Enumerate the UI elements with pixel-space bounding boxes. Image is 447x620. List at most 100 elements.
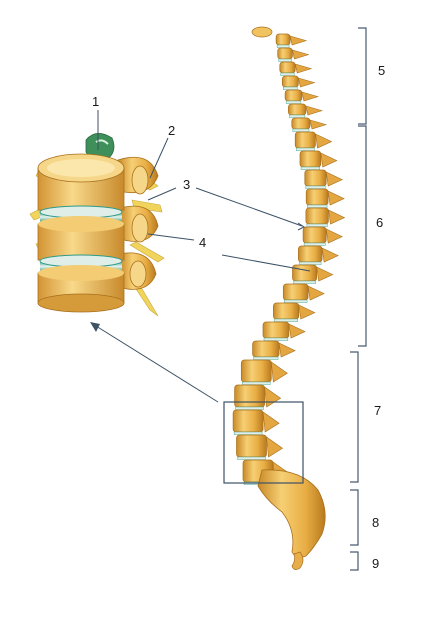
label-6: 6 [376, 215, 384, 230]
label-9: 9 [372, 556, 380, 571]
sacrum [257, 469, 326, 558]
disc-12 [306, 223, 328, 227]
vertebra-22 [232, 409, 264, 433]
vertebra-process-10 [325, 171, 343, 187]
vertebral-body-top [37, 153, 125, 211]
disc-20 [242, 381, 271, 385]
vertebra-process-3 [294, 63, 313, 74]
leader-line-4b [221, 254, 311, 272]
vertebra-process-22 [262, 411, 280, 433]
vertebra-18 [262, 321, 290, 339]
bracket-lumbar [350, 351, 359, 483]
label-7: 7 [374, 403, 382, 418]
disc-11 [307, 204, 328, 208]
leader-line-2 [149, 137, 169, 179]
magnify-arrow-line [95, 325, 219, 403]
vertebra-20 [240, 359, 272, 383]
vertebra-process-5 [301, 91, 319, 102]
vertebra-5 [284, 89, 303, 102]
vertebral-segment-detail [29, 133, 165, 317]
disc-3 [280, 72, 295, 76]
bracket-coccygeal [350, 551, 359, 571]
vertebra-8 [294, 131, 316, 149]
disc-7 [292, 128, 310, 132]
vertebra-process-13 [325, 228, 343, 244]
vertebra-16 [282, 283, 309, 301]
vertebra-21 [234, 384, 265, 408]
vertebra-9 [299, 150, 322, 168]
vertebra-process-8 [315, 133, 333, 149]
vertebra-process-15 [316, 266, 334, 282]
disc-23 [237, 456, 266, 460]
disc-16 [284, 299, 308, 303]
vertebra-4 [281, 75, 299, 88]
disc-17 [274, 318, 298, 322]
region-brackets [350, 27, 367, 571]
vertebra-process-18 [288, 323, 306, 339]
disc-14 [299, 261, 322, 265]
disc-13 [303, 242, 326, 246]
label-3: 3 [183, 177, 191, 192]
disc-9 [300, 166, 320, 170]
vertebra-process-17 [298, 304, 316, 320]
vertebra-2 [277, 47, 293, 60]
disc-5 [285, 100, 302, 104]
vertebra-process-12 [328, 209, 346, 225]
bracket-thoracic [358, 125, 367, 347]
bracket-cervical [358, 27, 367, 125]
magnified-region-box [223, 401, 304, 484]
leader-line-4a [147, 233, 195, 241]
label-8: 8 [372, 515, 380, 530]
vertebra-10 [304, 169, 327, 187]
vertebra-6 [288, 103, 307, 116]
vertebra-23 [236, 434, 267, 458]
vertebra-process-2 [291, 49, 310, 60]
vertebra-process-1 [289, 35, 308, 46]
magnify-arrowhead [90, 322, 100, 332]
spinal-column [232, 26, 346, 485]
disc-18 [263, 337, 289, 341]
vertebra-process-21 [264, 386, 282, 408]
vertebra-process-19 [278, 342, 296, 358]
vertebra-19 [252, 340, 280, 358]
disc-1 [276, 44, 290, 48]
disc-22 [233, 431, 263, 435]
disc-10 [305, 185, 326, 189]
label-5: 5 [378, 63, 386, 78]
vertebral-body-middle [37, 216, 125, 261]
vertebra-17 [273, 302, 300, 320]
vertebra-process-23 [266, 436, 284, 458]
disc-19 [253, 356, 279, 360]
vertebra-3 [279, 61, 296, 74]
atlas [251, 26, 273, 38]
vertebra-15 [292, 264, 318, 282]
vertebra-13 [302, 226, 327, 244]
vertebra-process-20 [270, 361, 288, 383]
disc-21 [235, 406, 264, 410]
disc-8 [296, 147, 315, 151]
vertebra-process-16 [307, 285, 325, 301]
vertebra-12 [305, 207, 329, 225]
vertebral-body-bottom [37, 265, 125, 313]
disc-4 [283, 86, 298, 90]
vertebra-1 [275, 33, 291, 46]
disc-2 [278, 58, 292, 62]
leader-line-3a [147, 187, 177, 201]
vertebra-process-4 [297, 77, 316, 88]
vertebra-process-7 [309, 119, 328, 130]
vertebra-process-14 [321, 247, 339, 263]
vertebra-process-6 [305, 105, 323, 116]
bracket-sacral [350, 489, 359, 546]
disc-15 [293, 280, 316, 284]
label-1: 1 [92, 94, 100, 109]
vertebra-process-11 [327, 190, 345, 206]
vertebra-11 [305, 188, 329, 206]
vertebra-14 [298, 245, 323, 263]
leader-lines [90, 110, 311, 403]
vertebra-7 [291, 117, 311, 130]
posterior-processes [117, 156, 159, 290]
vertebra-process-9 [320, 152, 338, 168]
leader-line-3b [195, 187, 303, 227]
